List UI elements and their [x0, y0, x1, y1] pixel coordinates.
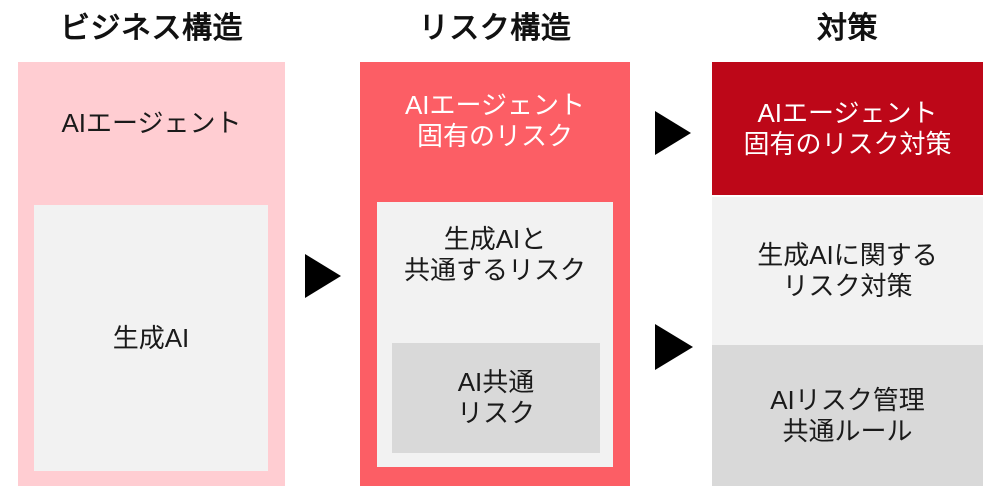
box-ai-agent-label: AIエージェント — [61, 108, 242, 138]
box-ai-risk-management-rules[interactable]: AIリスク管理 共通ルール — [712, 345, 983, 486]
box-generative-ai-countermeasure-label: 生成AIに関する リスク対策 — [757, 240, 938, 301]
column-title-business-structure: ビジネス構造 — [60, 12, 243, 45]
box-generative-ai[interactable]: 生成AI — [34, 205, 268, 471]
right-triangle-arrow-icon-risk-to-countermeasure-top — [655, 111, 691, 155]
box-ai-common-risk-label: AI共通 リスク — [456, 367, 535, 428]
box-agent-specific-countermeasure-label: AIエージェント 固有のリスク対策 — [743, 97, 952, 159]
box-ai-common-risk[interactable]: AI共通 リスク — [392, 343, 600, 453]
right-triangle-arrow-icon-business-to-risk — [305, 254, 341, 298]
column-title-risk-structure: リスク構造 — [418, 12, 572, 45]
column-title-countermeasures: 対策 — [817, 12, 878, 45]
box-generative-ai-countermeasure[interactable]: 生成AIに関する リスク対策 — [712, 197, 983, 345]
box-agent-specific-risk-label: AIエージェント 固有のリスク — [404, 90, 586, 151]
box-generative-ai-label: 生成AI — [112, 322, 190, 353]
box-ai-risk-management-rules-label: AIリスク管理 共通ルール — [770, 384, 925, 446]
box-shared-generative-ai-risk-label: 生成AIと 共通するリスク — [403, 224, 586, 285]
right-triangle-arrow-icon-risk-to-countermeasure-bottom — [655, 324, 693, 370]
box-agent-specific-countermeasure[interactable]: AIエージェント 固有のリスク対策 — [712, 62, 983, 195]
